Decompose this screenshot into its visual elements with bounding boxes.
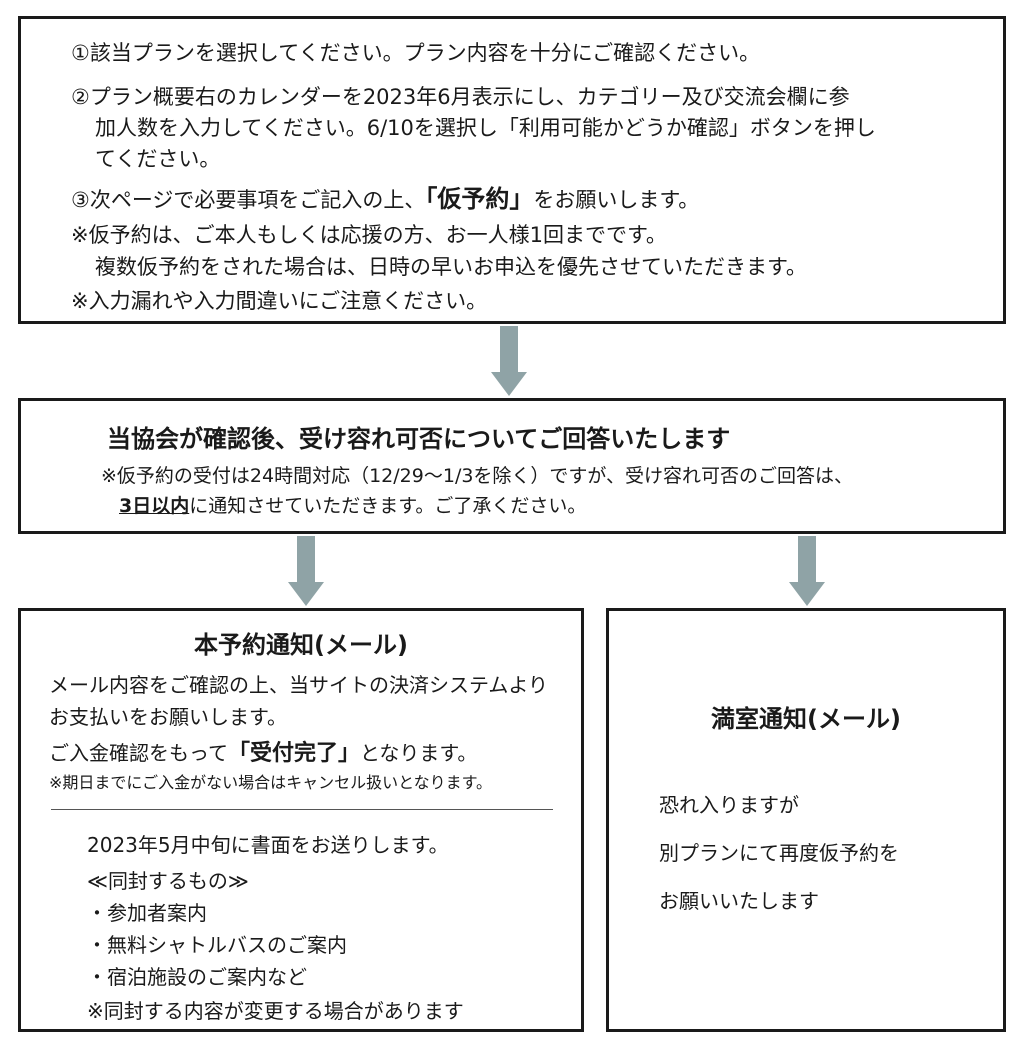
steps-box: ①該当プランを選択してください。プラン内容を十分にご確認ください。 ②プラン概要…: [18, 16, 1006, 324]
reservation-notice-box: 本予約通知(メール) メール内容をご確認の上、当サイトの決済システムより お支払…: [18, 608, 584, 1032]
full-notice-line-3: お願いいたします: [659, 889, 819, 913]
reservation-line-3-post: となります。: [360, 741, 478, 765]
down-arrow-icon: [491, 326, 527, 396]
enclosure-item-2: ・無料シャトルバスのご案内: [87, 933, 347, 957]
reservation-heading: 本予約通知(メール): [194, 631, 408, 659]
enclosure-item-3: ・宿泊施設のご案内など: [87, 965, 307, 989]
down-arrow-left-icon: [288, 536, 324, 606]
full-notice-line-2: 別プランにて再度仮予約を: [659, 841, 899, 865]
reservation-line-5: 2023年5月中旬に書面をお送りします。: [87, 833, 449, 857]
full-notice-heading: 満室通知(メール): [711, 705, 901, 733]
reservation-line-3-pre: ご入金確認をもって: [49, 741, 228, 765]
confirmation-box: 当協会が確認後、受け容れ可否についてご回答いたします ※仮予約の受付は24時間対…: [18, 398, 1006, 534]
confirmation-heading: 当協会が確認後、受け容れ可否についてご回答いたします: [107, 425, 731, 453]
enclosure-item-1: ・参加者案内: [87, 901, 207, 925]
step-2-line-2: 加人数を入力してください。6/10を選択し「利用可能かどうか確認」ボタンを押し: [95, 116, 876, 140]
step-2-line-1: ②プラン概要右のカレンダーを2023年6月表示にし、カテゴリー及び交流会欄に参: [71, 85, 850, 109]
step-3-text: ③次ページで必要事項をご記入の上、「仮予約」をお願いします。: [71, 179, 699, 214]
down-arrow-right-icon: [789, 536, 825, 606]
divider: [51, 809, 553, 810]
reservation-line-4: ※期日までにご入金がない場合はキャンセル扱いとなります。: [49, 773, 493, 792]
step-3-post: をお願いします。: [533, 188, 700, 212]
note-1-line-2: 複数仮予約をされた場合は、日時の早いお申込を優先させていただきます。: [95, 255, 807, 279]
reservation-line-2: お支払いをお願いします。: [49, 705, 287, 729]
step-2-line-3: てください。: [95, 147, 221, 171]
confirmation-note-line-2: 3日以内に通知させていただきます。ご了承ください。: [119, 491, 586, 518]
confirmation-note-rest: に通知させていただきます。ご了承ください。: [189, 495, 587, 517]
step-3-pre: ③次ページで必要事項をご記入の上、: [71, 188, 426, 212]
step-1-text: ①該当プランを選択してください。プラン内容を十分にご確認ください。: [71, 41, 761, 65]
confirmation-note-line-1: ※仮予約の受付は24時間対応（12/29〜1/3を除く）ですが、受け容れ可否のご…: [101, 465, 854, 487]
step-3-emphasis: 「仮予約」: [425, 185, 534, 213]
reservation-complete-emphasis: 「受付完了」: [228, 741, 361, 766]
deadline-emphasis: 3日以内: [119, 495, 190, 517]
reservation-line-7: ※同封する内容が変更する場合があります: [87, 999, 464, 1023]
full-notice-box: 満室通知(メール) 恐れ入りますが 別プランにて再度仮予約を お願いいたします: [606, 608, 1006, 1032]
note-1-line-1: ※仮予約は、ご本人もしくは応援の方、お一人様1回までです。: [71, 223, 667, 247]
reservation-line-1: メール内容をご確認の上、当サイトの決済システムより: [49, 673, 548, 697]
note-2-text: ※入力漏れや入力間違いにご注意ください。: [71, 289, 488, 313]
reservation-line-6: ≪同封するもの≫: [87, 869, 249, 893]
full-notice-line-1: 恐れ入りますが: [659, 793, 799, 817]
reservation-line-3: ご入金確認をもって「受付完了」となります。: [49, 735, 477, 767]
